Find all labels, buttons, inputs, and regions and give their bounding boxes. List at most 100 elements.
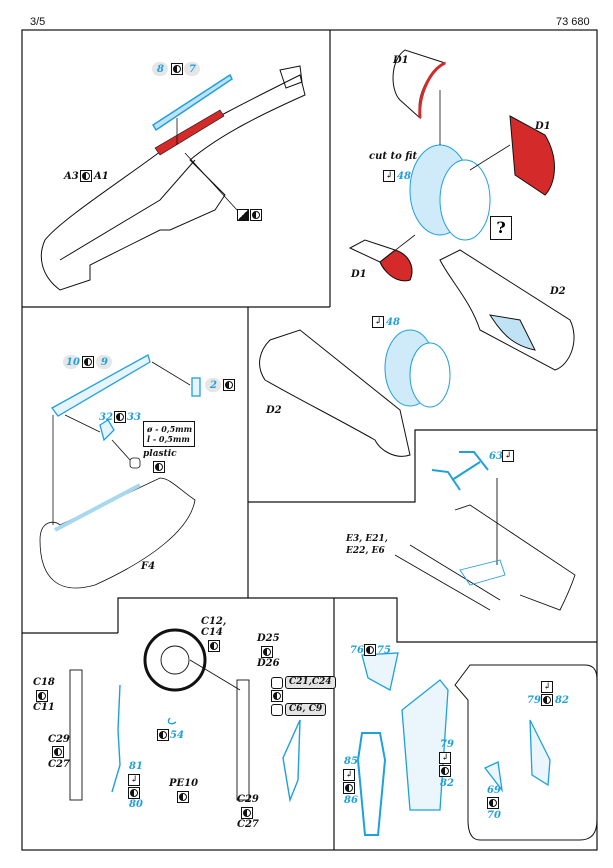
alt-part-icon (343, 782, 355, 794)
alt-part-icon (241, 807, 253, 819)
ref-label: D25 (257, 633, 280, 644)
bend-icon (343, 769, 355, 781)
alt-part-icon (52, 746, 64, 758)
ref-label: A3 (64, 171, 79, 182)
ref-label: C27 (237, 819, 259, 830)
part-label: 69 (487, 785, 501, 796)
ref-tag: C6, C9 (285, 703, 327, 716)
alt-part-icon (208, 640, 220, 652)
part-label: 33 (127, 412, 141, 423)
pe-door-parts (356, 652, 551, 836)
ref-label: E22, E6 (346, 546, 385, 556)
pe-part-bay-strip (51, 354, 201, 442)
alt-part-icon (487, 797, 499, 809)
alt-part-icon (261, 646, 273, 658)
pe-part-canopy-strip (151, 73, 233, 132)
ref-label: PE10 (169, 778, 199, 789)
bend-icon (372, 316, 384, 328)
ref-label: D1 (351, 269, 367, 280)
alt-part-icon (157, 729, 169, 741)
alt-part-icon (177, 791, 189, 803)
part-label: 8 (157, 64, 164, 75)
detail-callout-bubble (454, 664, 598, 841)
bend-icon (439, 752, 451, 764)
page-number: 3/5 (30, 16, 46, 28)
ref-label: E3, E21, (346, 534, 388, 544)
ref-label: D26 (257, 658, 280, 669)
part-label: 76 (350, 645, 364, 656)
alt-part-icon (128, 787, 140, 799)
bend-icon (128, 774, 140, 786)
ref-label: C27 (48, 759, 70, 770)
bend-icon (383, 170, 395, 182)
part-bubble (152, 62, 168, 76)
part-bubble (96, 355, 112, 369)
part-bubble (205, 378, 221, 392)
ref-label: A1 (94, 171, 109, 182)
ref-label: D1 (393, 55, 409, 66)
part-label: 81 (129, 761, 143, 772)
cut-note: cut to fit (369, 151, 418, 162)
cockpit-drawing (394, 478, 576, 611)
part-label: 7 (189, 64, 196, 75)
canopy-fuselage-drawing (40, 65, 306, 291)
paint-icon (237, 209, 249, 221)
question-box: ? (490, 216, 512, 240)
landing-gear-drawing (69, 628, 250, 801)
pe-part-63 (431, 451, 489, 491)
intake-d1-drawing (348, 49, 555, 282)
alt-part-icon (250, 209, 262, 221)
ref-label: C12, (201, 616, 227, 627)
part-label: 70 (487, 810, 501, 821)
option-icon (271, 677, 283, 689)
ref-label: D1 (535, 121, 551, 132)
pe-strip-fit (54, 483, 141, 532)
ref-label: C11 (33, 702, 55, 713)
part-label: 54 (170, 730, 184, 741)
ref-label: D2 (266, 405, 282, 416)
part-label: 86 (344, 795, 358, 806)
pe-part-48-ring (409, 144, 491, 241)
alt-part-icon (153, 461, 165, 473)
alt-part-icon (80, 170, 92, 182)
part-label: 79 (527, 695, 541, 706)
bend-icon (541, 681, 553, 693)
part-label: 82 (440, 778, 454, 789)
option-icon (271, 704, 283, 716)
part-label: 9 (101, 357, 108, 368)
part-label: 32 (99, 412, 113, 423)
kit-number: 73 680 (556, 16, 590, 28)
material-label: plastic (143, 449, 177, 459)
part-label: 80 (129, 799, 143, 810)
alt-part-icon (439, 765, 451, 777)
spec-diameter: ø - 0,5mm (147, 424, 193, 434)
ref-tag: C21,C24 (285, 676, 336, 689)
part-label: 48 (386, 317, 400, 328)
ref-label: C18 (33, 677, 55, 688)
ref-label: D2 (550, 286, 566, 297)
part-label: 48 (397, 171, 411, 182)
bend-icon (502, 450, 514, 462)
alt-part-icon (541, 694, 553, 706)
alt-part-icon (223, 379, 235, 391)
part-bubble (63, 355, 79, 369)
pe-gear-parts (111, 684, 301, 803)
ref-label: C14 (201, 627, 223, 638)
alt-part-icon (36, 690, 48, 702)
alt-part-icon (271, 690, 283, 702)
alt-part-icon (364, 644, 376, 656)
part-label: 85 (344, 756, 358, 767)
ref-label: C29 (237, 794, 259, 805)
spec-length: l - 0,5mm (147, 434, 190, 444)
part-label: 10 (66, 357, 80, 368)
part-label: 63 (489, 451, 503, 462)
part-bubble (184, 62, 200, 76)
intake-d2-drawing (259, 249, 575, 457)
part-label: 2 (210, 380, 217, 391)
pe-part-48-d2-ring (384, 329, 451, 408)
red-paint-strip (154, 109, 225, 156)
alt-part-icon (114, 411, 126, 423)
ref-label: F4 (141, 561, 156, 572)
